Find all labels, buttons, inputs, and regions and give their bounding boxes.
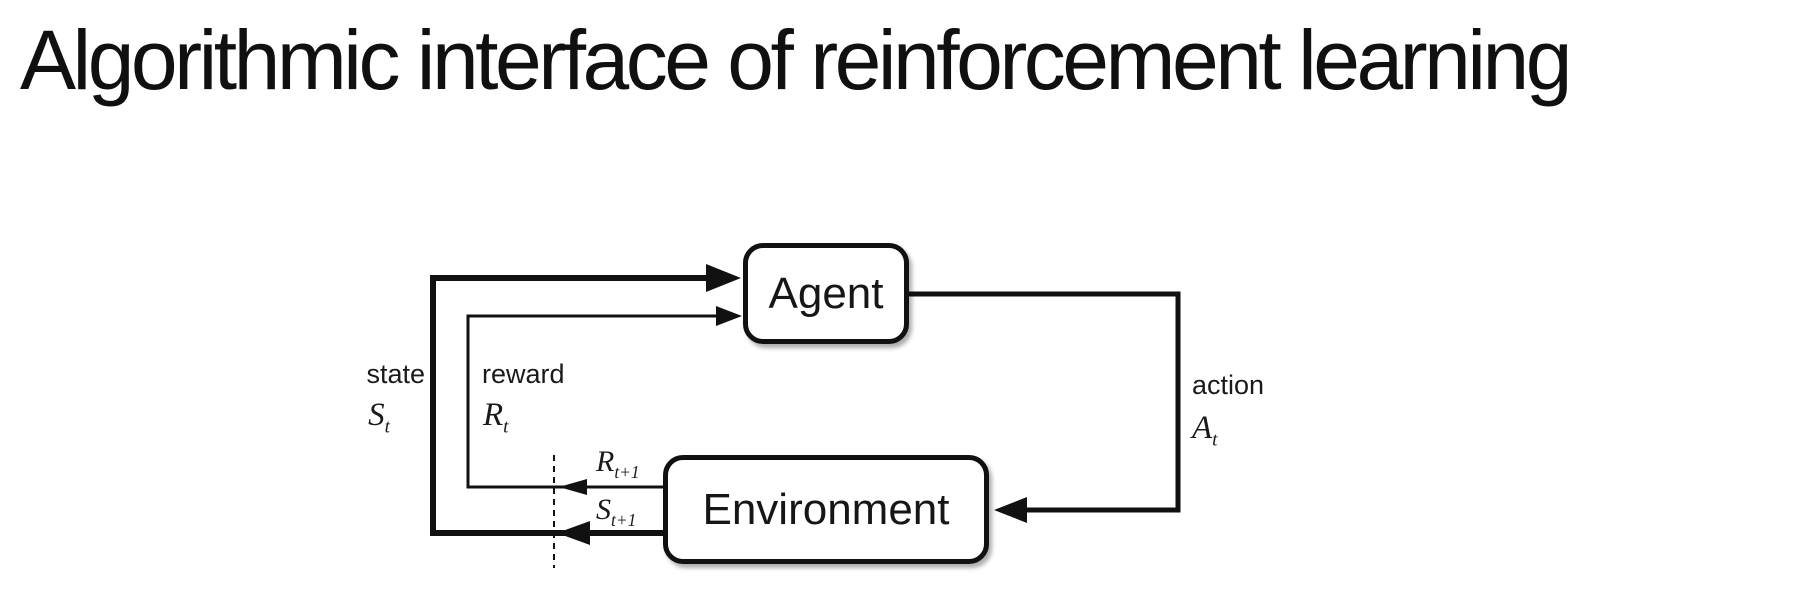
next-reward-symbol-subscript: t+1	[614, 462, 640, 482]
reward-symbol-subscript: t	[503, 416, 509, 438]
next-reward-arrowhead	[559, 479, 587, 495]
page-title: Algorithmic interface of reinforcement l…	[20, 13, 1572, 107]
state-symbol: St	[333, 397, 425, 437]
state-symbol-base: S	[368, 397, 385, 433]
state-arrow-path	[430, 275, 712, 536]
state-word-label: state	[366, 359, 425, 389]
agent-node-label: Agent	[768, 268, 884, 318]
reward-word-label: reward	[482, 359, 565, 389]
state-into-agent-arrowhead	[706, 264, 741, 292]
reward-symbol: Rt	[483, 397, 509, 437]
action-symbol: At	[1192, 410, 1218, 450]
next-state-arrowhead	[557, 521, 590, 545]
reward-symbol-base: R	[483, 397, 504, 433]
next-state-symbol: St+1	[596, 493, 636, 529]
agent-node: Agent	[743, 243, 909, 344]
reward-into-agent-arrowhead	[716, 306, 742, 326]
action-arrow-path	[908, 291, 1181, 513]
state-symbol-subscript: t	[384, 416, 390, 438]
action-symbol-subscript: t	[1212, 429, 1218, 451]
action-into-environment-arrowhead	[994, 497, 1027, 523]
next-reward-symbol: Rt+1	[596, 445, 640, 481]
action-symbol-base: A	[1192, 410, 1213, 446]
environment-node-label: Environment	[702, 484, 950, 534]
next-reward-symbol-base: R	[596, 445, 615, 478]
next-state-symbol-subscript: t+1	[611, 510, 637, 530]
environment-node: Environment	[663, 455, 989, 564]
next-state-symbol-base: S	[596, 493, 611, 526]
action-word-label: action	[1192, 370, 1265, 400]
